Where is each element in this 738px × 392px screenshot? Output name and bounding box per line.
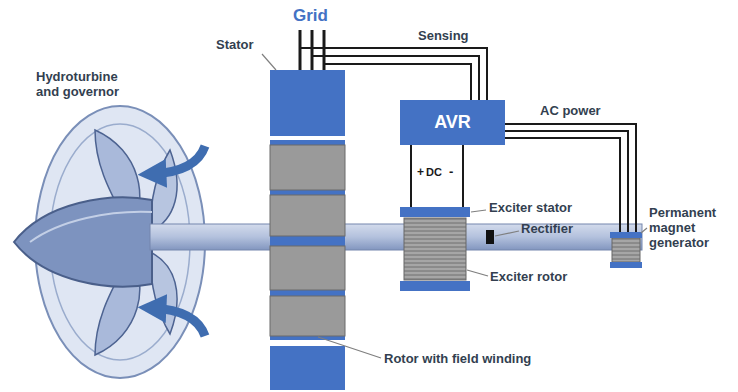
stator-block (270, 70, 345, 136)
rotor-pole (270, 246, 345, 290)
leader-lines (262, 54, 647, 358)
part-label: DC (426, 166, 442, 179)
exciter-stator (400, 281, 470, 291)
stator-block (270, 346, 345, 390)
part-label: + (417, 166, 424, 180)
exciter (400, 207, 470, 291)
exciter-rotor (404, 218, 466, 280)
sensing-wires (300, 48, 487, 100)
sensing-wire (300, 48, 487, 100)
grid-phase (311, 30, 314, 70)
controller-box: AVR (400, 100, 505, 145)
part-label: - (449, 165, 453, 180)
pmg-stator (610, 232, 642, 238)
part-label: Stator (216, 38, 254, 53)
rectifier (486, 230, 494, 244)
ac-wire (505, 138, 620, 232)
exciter-stator (400, 207, 470, 217)
ac-power-wires (505, 124, 636, 232)
box-label: AVR (434, 112, 471, 133)
water-flow-arrow (152, 146, 205, 174)
part-label: Permanent magnet generator (649, 206, 735, 251)
rotor (270, 140, 345, 340)
dc-wire (462, 145, 464, 207)
hub-highlight (30, 212, 152, 242)
grid-lines (300, 30, 324, 70)
turbine-blade (150, 252, 177, 334)
leader-line (495, 231, 519, 236)
rotor-pole (270, 296, 345, 336)
field-winding (270, 140, 345, 340)
part-label: Rectifier (521, 222, 573, 237)
water-flow-arrow (152, 308, 205, 336)
turbine-blade (150, 150, 177, 232)
part-label: Exciter stator (489, 201, 572, 216)
part-label: Exciter rotor (490, 270, 567, 285)
leader-line (467, 270, 488, 276)
part-label: AC power (540, 104, 601, 119)
sensing-wire (324, 64, 471, 100)
ac-wire (505, 124, 636, 232)
turbine-hub (14, 197, 152, 286)
leader-line (641, 228, 647, 233)
pmg-stator (610, 262, 642, 268)
rotor-pole (270, 195, 345, 236)
part-label: Hydroturbine and governor (36, 70, 136, 100)
dc-wire (410, 145, 412, 207)
dc-wires (411, 145, 463, 207)
part-label: Sensing (418, 29, 469, 44)
pmg-rotor (612, 238, 640, 262)
part-label: Rotor with field winding (384, 352, 531, 367)
leader-line (318, 337, 381, 358)
permanent-magnet-generator (610, 232, 642, 268)
grid-phase (299, 30, 302, 70)
leader-line (471, 210, 486, 212)
sensing-wire (312, 56, 479, 100)
rotor-pole (270, 145, 345, 190)
leader-line (262, 54, 276, 70)
ac-wire (505, 131, 628, 232)
part-label: Grid (293, 6, 328, 26)
